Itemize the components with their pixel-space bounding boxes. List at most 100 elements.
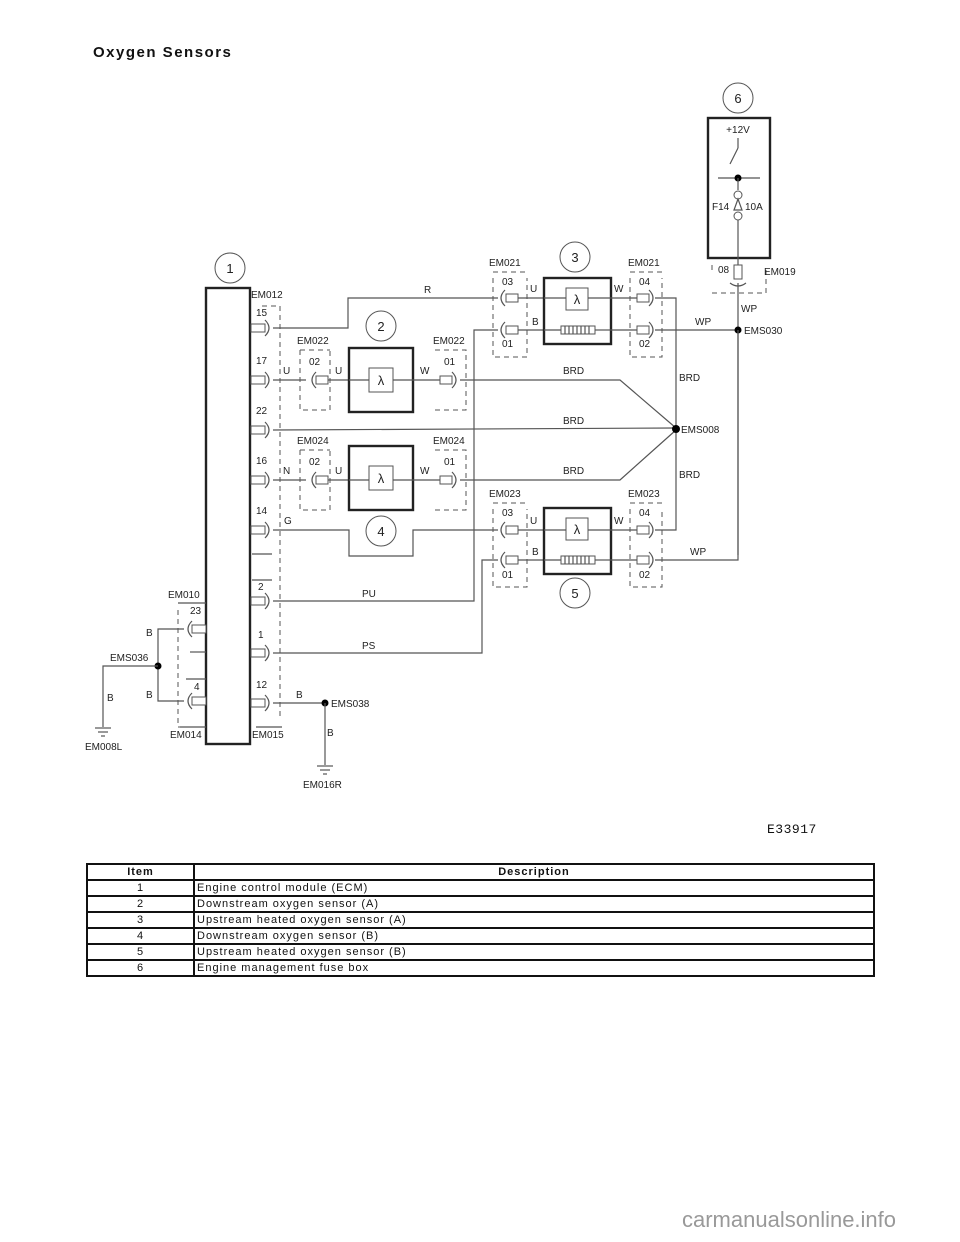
diagram-line bbox=[629, 271, 663, 358]
diagram-label: 1 bbox=[226, 261, 233, 276]
diagram-line bbox=[204, 286, 252, 746]
diagram-label: 08 bbox=[718, 265, 730, 276]
diagram-label: N bbox=[283, 466, 290, 477]
diagram-line bbox=[311, 371, 317, 389]
diagram-label: 4 bbox=[194, 682, 200, 693]
diagram-label: 4 bbox=[377, 524, 384, 539]
diagram-line bbox=[648, 551, 654, 569]
diagram-label: EM023 bbox=[489, 489, 521, 500]
diagram-node bbox=[365, 310, 397, 342]
sensor-5-upstream-b: EM023 03 01 U B λ W EM023 04 02 bbox=[489, 489, 663, 588]
diagram-line bbox=[250, 375, 266, 385]
diagram-line bbox=[451, 471, 457, 489]
diagram-label: 22 bbox=[256, 406, 268, 417]
diagram-line bbox=[500, 289, 506, 307]
diagram-label: 1 bbox=[258, 630, 264, 641]
watermark-link[interactable]: carmanualsonline.info bbox=[682, 1207, 897, 1232]
diagram-line bbox=[250, 525, 266, 535]
diagram-line bbox=[492, 271, 528, 358]
diagram-label: W bbox=[420, 366, 430, 377]
diagram-label: 2 bbox=[377, 319, 384, 334]
diagram-line bbox=[648, 521, 654, 539]
ground-em016r: EM016R bbox=[303, 780, 342, 791]
diagram-label: BRD bbox=[563, 416, 584, 427]
diagram-line bbox=[311, 471, 317, 489]
diagram-line bbox=[565, 517, 589, 541]
item-number: 6 bbox=[86, 959, 195, 977]
diagram-line bbox=[648, 289, 654, 307]
callout-3: 3 bbox=[559, 241, 591, 273]
diagram-line bbox=[733, 197, 743, 211]
diagram-label: 04 bbox=[639, 277, 651, 288]
diagram-label: EM022 bbox=[297, 336, 329, 347]
diagram-label: 03 bbox=[502, 277, 514, 288]
diagram-line bbox=[439, 375, 453, 385]
diagram-line bbox=[505, 293, 519, 303]
diagram-label: G bbox=[284, 516, 292, 527]
diagram-label: U bbox=[335, 366, 342, 377]
diagram-label: BRD bbox=[679, 470, 700, 481]
diagram-line bbox=[451, 371, 457, 389]
diagram-label: 10A bbox=[745, 202, 763, 213]
ecm-pins: 15 17 22 16 14 2 1 12 bbox=[250, 308, 282, 728]
ecm-left-pins: EM010 23 4 EM014 bbox=[168, 590, 207, 741]
diagram-line bbox=[706, 116, 772, 260]
diagram-label: U bbox=[335, 466, 342, 477]
diagram-label: 04 bbox=[639, 508, 651, 519]
diagram-line bbox=[564, 556, 590, 564]
item-description: Upstream heated oxygen sensor (A) bbox=[193, 911, 875, 929]
diagram-label: 01 bbox=[502, 570, 514, 581]
heater-icon bbox=[560, 555, 596, 565]
connector-em015-label: EM015 bbox=[252, 730, 284, 741]
table-header-row: Item Description bbox=[86, 863, 875, 881]
diagram-line bbox=[250, 596, 266, 606]
diagram-label: 6 bbox=[734, 91, 741, 106]
diagram-label: EM021 bbox=[489, 258, 521, 269]
wiring-diagram: 1 2 3 4 5 6 +12V F14 10A 08 EM019 WP EM0… bbox=[85, 82, 796, 791]
diagram-label: 5 bbox=[571, 586, 578, 601]
ground-right: B EMS038 B EM016R bbox=[273, 690, 370, 791]
item-description: Engine control module (ECM) bbox=[193, 879, 875, 897]
diagram-label: EM022 bbox=[433, 336, 465, 347]
diagram-label: W bbox=[420, 466, 430, 477]
page-title: Oxygen Sensors bbox=[93, 44, 233, 61]
item-number: 4 bbox=[86, 927, 195, 945]
diagram-line bbox=[636, 325, 650, 335]
header-description: Description bbox=[193, 863, 875, 881]
diagram-line bbox=[564, 326, 590, 334]
diagram-line bbox=[500, 521, 506, 539]
diagram-label: 23 bbox=[190, 606, 202, 617]
diagram-node bbox=[559, 577, 591, 609]
item-description: Downstream oxygen sensor (A) bbox=[193, 895, 875, 913]
diagram-line bbox=[102, 665, 158, 727]
diagram-line bbox=[629, 502, 663, 588]
connector-em014-label: EM014 bbox=[170, 730, 202, 741]
callout-4: 4 bbox=[365, 515, 397, 547]
header-item: Item bbox=[86, 863, 195, 881]
diagram-label: EM019 bbox=[764, 267, 796, 278]
diagram-line bbox=[733, 264, 743, 280]
diagram-label: 02 bbox=[639, 570, 651, 581]
diagram-line bbox=[505, 525, 519, 535]
sensor-2-downstream-a: U EM022 02 U λ W EM022 01 bbox=[273, 336, 467, 414]
diagram-line bbox=[500, 551, 506, 569]
diagram-node bbox=[559, 241, 591, 273]
diagram-line bbox=[711, 265, 767, 294]
callout-6: 6 bbox=[722, 82, 754, 114]
diagram-line bbox=[187, 620, 193, 638]
diagram-line bbox=[636, 525, 650, 535]
item-description: Downstream oxygen sensor (B) bbox=[193, 927, 875, 945]
diagram-label: U bbox=[530, 516, 537, 527]
diagram-label: 3 bbox=[571, 250, 578, 265]
diagram-node bbox=[722, 82, 754, 114]
heater-icon bbox=[560, 325, 596, 335]
ground-em008l: EM008L bbox=[85, 742, 123, 753]
diagram-line bbox=[315, 475, 329, 485]
diagram-label: WP bbox=[695, 317, 711, 328]
diagram-label: 16 bbox=[256, 456, 268, 467]
diagram-line bbox=[250, 475, 266, 485]
